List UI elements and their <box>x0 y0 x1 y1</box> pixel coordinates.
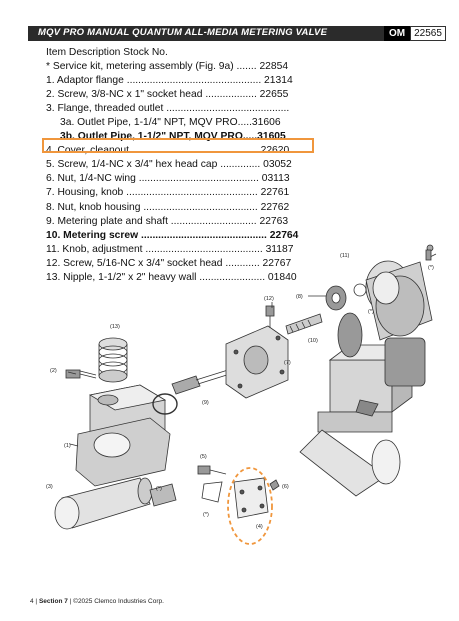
om-badge: OM <box>384 26 410 41</box>
washer-illustration <box>353 283 367 297</box>
footer-copyright: ©2025 Clemco Industries Corp. <box>73 598 164 605</box>
callout-13: (13) <box>110 324 120 330</box>
om-number: 22565 <box>410 26 446 41</box>
parts-list-row: * Service kit, metering assembly (Fig. 9… <box>46 61 289 73</box>
parts-list-row: 7. Housing, knob .......................… <box>46 187 290 199</box>
callout-2: (2) <box>50 368 57 374</box>
nut-8-illustration <box>325 285 347 311</box>
page-footer: 4 | Section 7 | ©2025 Clemco Industries … <box>30 598 164 605</box>
callout-star-2: (*) <box>368 309 374 315</box>
parts-list-row: 6. Nut, 1/4-NC wing ....................… <box>46 173 290 185</box>
knob-assembly-illustration <box>365 244 437 341</box>
callout-5: (5) <box>200 454 207 460</box>
footer-section: Section 7 <box>38 598 68 605</box>
metering-screw-10-illustration <box>285 313 323 335</box>
highlight-box <box>42 138 314 153</box>
callout-8: (8) <box>296 294 303 300</box>
callout-6: (6) <box>282 484 289 490</box>
callout-7: (7) <box>284 360 291 366</box>
footer-page-number: 4 <box>30 598 34 605</box>
assembled-valve-illustration <box>299 312 426 497</box>
parts-list-row: 5. Screw, 1/4-NC x 3/4" hex head cap ...… <box>46 159 292 171</box>
callout-3: (3) <box>46 484 53 490</box>
cover-cleanout-4-illustration <box>233 477 269 519</box>
parts-list-row: 3. Flange, threaded outlet .............… <box>46 103 290 115</box>
callout-10: (10) <box>308 338 318 344</box>
parts-list-row: 12. Screw, 5/16-NC x 3/4" socket head ..… <box>46 257 292 269</box>
callout-1: (1) <box>64 443 71 449</box>
body-1-illustration <box>75 384 171 487</box>
wing-nut-6-illustration <box>269 479 280 491</box>
screw-2-illustration <box>65 369 97 379</box>
o-ring-illustration <box>152 393 178 415</box>
callout-12: (12) <box>264 296 274 302</box>
cover-highlight-ellipse <box>227 467 273 545</box>
parts-list-row: 3a. Outlet Pipe, 1-1/4" NPT, MQV PRO....… <box>60 117 281 129</box>
screw-12-illustration <box>265 305 275 328</box>
callout-star-4: (*) <box>203 512 209 518</box>
parts-list-row: 9. Metering plate and shaft ............… <box>46 215 289 227</box>
callout-4: (4) <box>256 524 263 530</box>
parts-list-row: 10. Metering screw .....................… <box>46 229 299 241</box>
screw-5-illustration <box>197 465 227 475</box>
parts-list-row: 11. Knob, adjustment ...................… <box>46 243 294 255</box>
gasket-illustration <box>201 481 223 503</box>
parts-list: Item Description Stock No. * Service kit… <box>46 46 366 285</box>
metering-plate-9-illustration <box>171 369 231 395</box>
callout-star-3: (*) <box>428 265 434 271</box>
parts-list-row-highlighted: 4. Cover, cleanout .....................… <box>46 145 290 157</box>
parts-list-row: 13. Nipple, 1-1/2" x 2" heavy wall .....… <box>46 271 297 283</box>
housing-7-illustration <box>225 325 289 399</box>
parts-list-row: 3b. Outlet Pipe, 1-1/2" NPT, MQV PRO....… <box>60 131 286 143</box>
header-title: MQV PRO MANUAL QUANTUM ALL-MEDIA METERIN… <box>38 27 328 38</box>
nipple-13-illustration <box>98 337 128 383</box>
callout-9: (9) <box>202 400 209 406</box>
parts-list-row: 8. Nut, knob housing ...................… <box>46 201 290 213</box>
callout-star-1: (*) <box>156 486 162 492</box>
header-bar: MQV PRO MANUAL QUANTUM ALL-MEDIA METERIN… <box>28 26 442 41</box>
callout-11: (11) <box>340 253 350 259</box>
parts-list-row: 1. Adaptor flange ......................… <box>46 75 293 87</box>
parts-list-heading: Item Description Stock No. <box>46 47 168 58</box>
parts-list-row: 2. Screw, 3/8-NC x 1" socket head ......… <box>46 89 289 101</box>
outlet-pipe-3-illustration <box>54 477 177 530</box>
